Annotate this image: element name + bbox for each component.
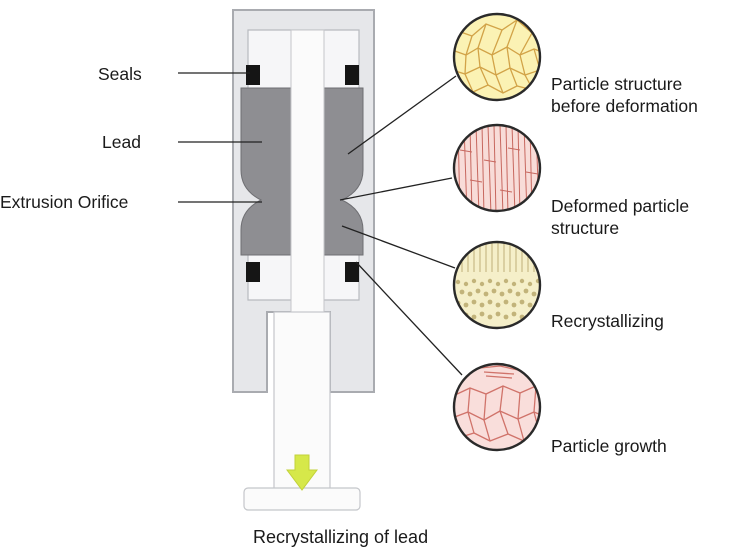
stage3-leader: [341, 225, 456, 269]
seals: [246, 65, 359, 282]
seal-top-left: [246, 65, 260, 85]
stage2-label-line2: structure: [551, 218, 619, 238]
stage2-leader: [339, 177, 453, 201]
seal-bottom-left: [246, 262, 260, 282]
label-seals: Seals: [98, 64, 142, 84]
label-extrusion-orifice: Extrusion Orifice: [0, 192, 128, 212]
stage4-label: Particle growth: [551, 436, 667, 456]
stage4-circle: [452, 362, 542, 452]
stage2-circle: [452, 123, 542, 213]
diagram-caption: Recrystallizing of lead: [253, 527, 428, 547]
seal-top-right: [345, 65, 359, 85]
stage4-leader: [355, 261, 463, 376]
stage1-circle: [452, 12, 542, 102]
stage2-label-line1: Deformed particle: [551, 196, 689, 216]
lead-left: [240, 87, 292, 256]
plunger: [243, 29, 361, 511]
stage1-label-line2: before deformation: [551, 96, 698, 116]
extrusion-arrow-icon: [286, 454, 318, 491]
lead-right: [323, 87, 364, 256]
rod-foot: [243, 487, 361, 511]
stage3-label: Recrystallizing: [551, 311, 664, 331]
stage1-label-line1: Particle structure: [551, 74, 682, 94]
stage3-circle: [452, 240, 542, 330]
label-lead: Lead: [102, 132, 141, 152]
seal-bottom-right: [345, 262, 359, 282]
lead-block: [240, 87, 364, 256]
stage1-leader: [347, 75, 457, 155]
plunger-rod: [290, 29, 325, 313]
